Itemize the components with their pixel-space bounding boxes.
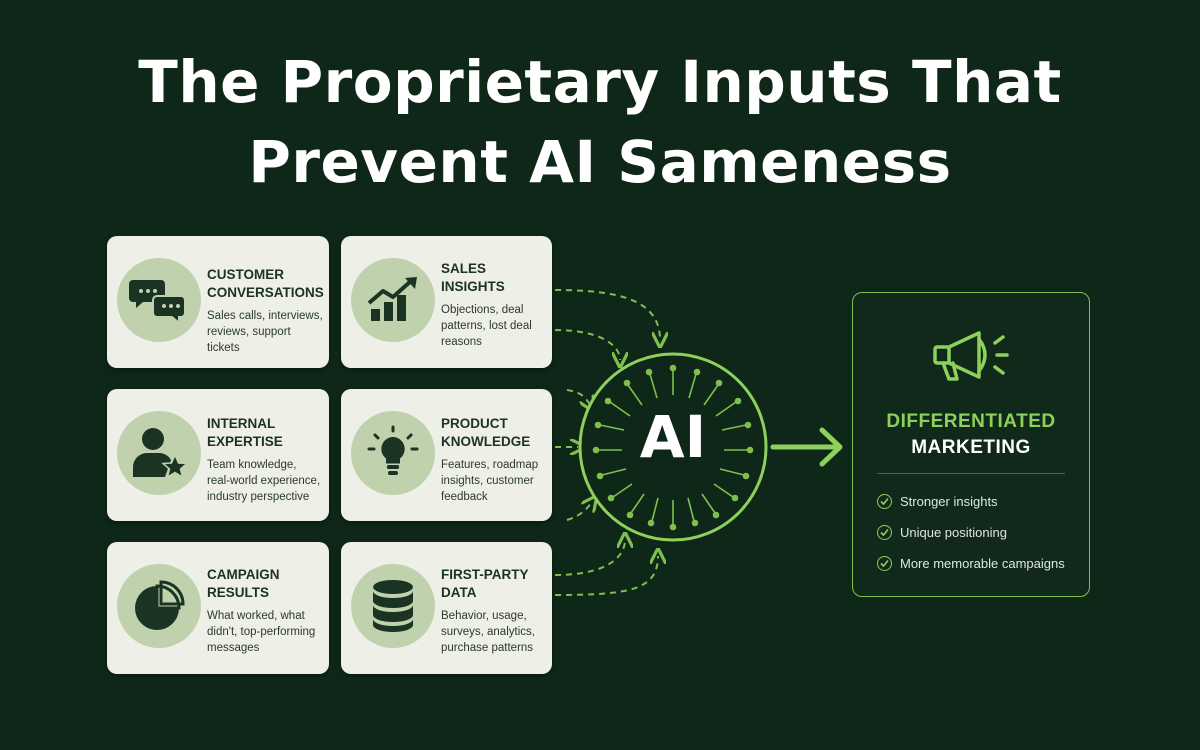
- card-title-line-2: EXPERTISE: [207, 434, 283, 449]
- ai-hub-label: AI: [639, 403, 707, 471]
- card-title: CAMPAIGN RESULTS: [207, 566, 323, 602]
- input-card-internal-expertise: INTERNAL EXPERTISE Team knowledge, real-…: [107, 389, 329, 521]
- card-title: PRODUCT KNOWLEDGE: [441, 415, 546, 451]
- card-desc-line-3: reasons: [441, 336, 482, 348]
- card-description: Features, roadmap insights, customer fee…: [441, 457, 548, 505]
- page-title: The Proprietary Inputs That Prevent AI S…: [0, 42, 1200, 202]
- card-desc-line-2: didn't, top-performing: [207, 626, 316, 638]
- card-desc-line-3: messages: [207, 642, 260, 654]
- card-desc-line-1: Sales calls, interviews,: [207, 310, 323, 322]
- input-card-first-party-data: FIRST-PARTY DATA Behavior, usage, survey…: [341, 542, 552, 674]
- page-title-line-2: Prevent AI Sameness: [248, 128, 952, 196]
- card-title: INTERNAL EXPERTISE: [207, 415, 323, 451]
- card-desc-line-3: feedback: [441, 491, 488, 503]
- card-title-line-2: CONVERSATIONS: [207, 285, 324, 300]
- benefit-label: More memorable campaigns: [900, 555, 1065, 571]
- card-desc-line-1: Team knowledge,: [207, 459, 297, 471]
- megaphone-icon: [933, 331, 1009, 381]
- benefit-item: Stronger insights: [877, 491, 1079, 511]
- connector-first-party-a: [554, 540, 625, 576]
- card-title-line-1: SALES: [441, 261, 487, 276]
- card-title: CUSTOMER CONVERSATIONS: [207, 266, 324, 302]
- card-description: What worked, what didn't, top-performing…: [207, 608, 325, 656]
- benefit-label: Unique positioning: [900, 524, 1007, 540]
- connector-first-party-b: [554, 556, 658, 596]
- output-title-line-2: MARKETING: [911, 437, 1031, 458]
- input-card-sales-insights: SALES INSIGHTS Objections, deal patterns…: [341, 236, 552, 368]
- benefit-item: More memorable campaigns: [877, 553, 1079, 573]
- card-title-line-1: CAMPAIGN: [207, 567, 280, 582]
- card-title: FIRST-PARTY DATA: [441, 566, 546, 602]
- card-description: Behavior, usage, surveys, analytics, pur…: [441, 608, 548, 656]
- check-circle-icon: [877, 524, 892, 540]
- card-description: Team knowledge, real-world experience, i…: [207, 457, 325, 505]
- connector-campaign-results: [566, 502, 592, 521]
- card-title-line-2: RESULTS: [207, 585, 270, 600]
- benefit-label: Stronger insights: [900, 493, 998, 509]
- card-title-line-2: DATA: [441, 585, 477, 600]
- chat-bubbles-icon: [117, 258, 201, 342]
- card-desc-line-3: purchase patterns: [441, 642, 534, 654]
- check-circle-icon: [877, 493, 892, 509]
- page-title-line-1: The Proprietary Inputs That: [138, 48, 1062, 116]
- card-desc-line-2: insights, customer: [441, 475, 534, 487]
- check-circle-icon: [877, 555, 892, 571]
- benefit-item: Unique positioning: [877, 522, 1079, 542]
- database-icon: [351, 564, 435, 648]
- card-description: Sales calls, interviews, reviews, suppor…: [207, 308, 325, 356]
- card-title-line-1: CUSTOMER: [207, 267, 285, 282]
- person-star-icon: [117, 411, 201, 495]
- card-title: SALES INSIGHTS: [441, 260, 546, 296]
- output-arrow: [770, 427, 843, 467]
- input-card-campaign-results: CAMPAIGN RESULTS What worked, what didn'…: [107, 542, 329, 674]
- pie-chart-icon: [117, 564, 201, 648]
- card-title-line-2: INSIGHTS: [441, 279, 505, 294]
- output-divider: [877, 473, 1065, 474]
- card-title-line-1: INTERNAL: [207, 416, 276, 431]
- lightbulb-icon: [351, 411, 435, 495]
- connector-sales-insights-a: [554, 289, 660, 340]
- connector-sales-insights-b: [554, 329, 620, 360]
- card-title-line-1: PRODUCT: [441, 416, 508, 431]
- input-card-product-knowledge: PRODUCT KNOWLEDGE Features, roadmap insi…: [341, 389, 552, 521]
- growth-chart-icon: [351, 258, 435, 342]
- card-title-line-2: KNOWLEDGE: [441, 434, 531, 449]
- card-desc-line-3: industry perspective: [207, 491, 310, 503]
- card-desc-line-2: reviews, support tickets: [207, 326, 291, 354]
- output-title-line-1: DIFFERENTIATED: [886, 411, 1056, 432]
- connector-internal-expertise: [566, 389, 590, 405]
- output-panel: DIFFERENTIATED MARKETING Stronger insigh…: [852, 292, 1090, 597]
- input-card-customer-conversations: CUSTOMER CONVERSATIONS Sales calls, inte…: [107, 236, 329, 368]
- card-desc-line-2: patterns, lost deal: [441, 320, 532, 332]
- card-title-line-1: FIRST-PARTY: [441, 567, 529, 582]
- card-description: Objections, deal patterns, lost deal rea…: [441, 302, 548, 350]
- card-desc-line-1: What worked, what: [207, 610, 305, 622]
- card-desc-line-1: Objections, deal: [441, 304, 524, 316]
- card-desc-line-1: Features, roadmap: [441, 459, 539, 471]
- card-desc-line-1: Behavior, usage,: [441, 610, 527, 622]
- card-desc-line-2: surveys, analytics,: [441, 626, 535, 638]
- card-desc-line-2: real-world experience,: [207, 475, 321, 487]
